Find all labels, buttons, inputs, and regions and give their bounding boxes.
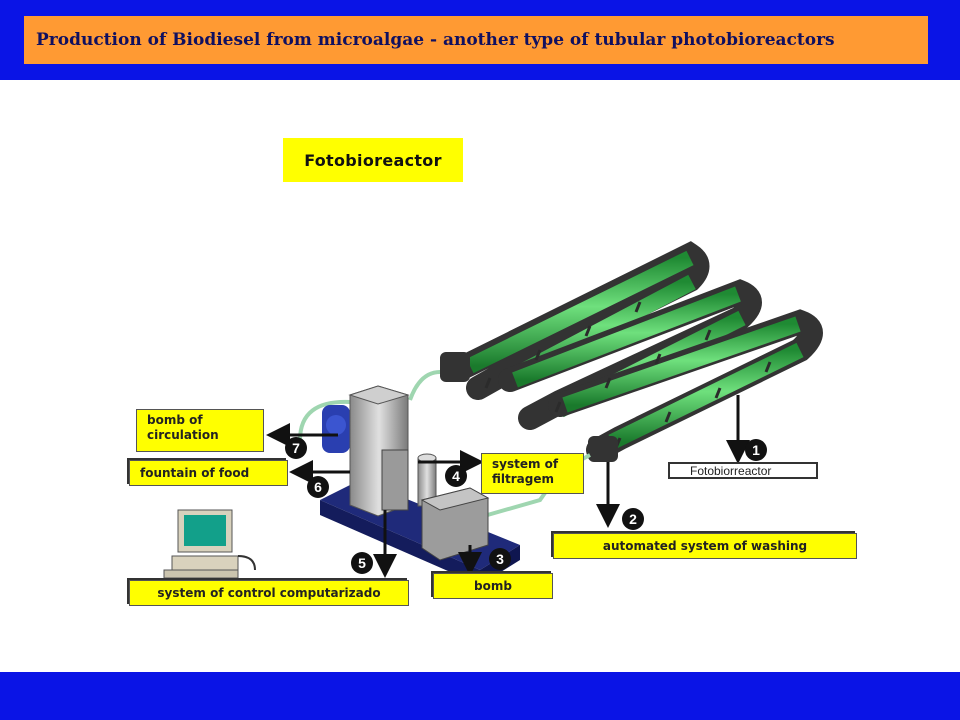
inlet-cap [440, 352, 470, 382]
label-control-system: system of control computarizado [129, 580, 409, 606]
badge-7-text: 7 [292, 440, 300, 456]
control-column [381, 449, 409, 511]
badge-6: 6 [307, 476, 329, 498]
badge-7: 7 [285, 437, 307, 459]
label-bomb-circulation: bomb of circulation [136, 409, 264, 452]
badge-2: 2 [622, 508, 644, 530]
diagram-heading: Fotobioreactor [283, 138, 463, 182]
label-fountain-food: fountain of food [129, 460, 288, 486]
badge-1-text: 1 [752, 442, 760, 458]
label-bomb: bomb [433, 573, 553, 599]
filter-unit [417, 453, 437, 507]
tube-loops [440, 241, 823, 462]
slide-title: Production of Biodiesel from microalgae … [36, 30, 835, 50]
arrows [266, 395, 750, 578]
number-badges: 7 6 4 5 3 2 1 [285, 437, 767, 574]
circulation-pump [322, 405, 350, 453]
badge-4: 4 [445, 465, 467, 487]
heading-text: Fotobioreactor [304, 150, 442, 170]
badge-5: 5 [351, 552, 373, 574]
computer [163, 509, 256, 579]
badge-3: 3 [489, 548, 511, 570]
badge-2-text: 2 [629, 511, 637, 527]
top-bar: Production of Biodiesel from microalgae … [0, 0, 960, 80]
badge-4-text: 4 [452, 468, 460, 484]
label-automated-washing: automated system of washing [553, 533, 857, 559]
title-box: Production of Biodiesel from microalgae … [24, 16, 928, 64]
badge-3-text: 3 [496, 551, 504, 567]
label-system-filtragem: system of filtragem [481, 453, 584, 494]
pump-box [420, 487, 490, 561]
badge-1: 1 [745, 439, 767, 461]
badge-6-text: 6 [314, 479, 322, 495]
label-fotobiorreactor: Fotobiorreactor [668, 462, 818, 479]
outlet-cap [588, 436, 618, 462]
bottom-bar [0, 672, 960, 720]
badge-5-text: 5 [358, 555, 366, 571]
